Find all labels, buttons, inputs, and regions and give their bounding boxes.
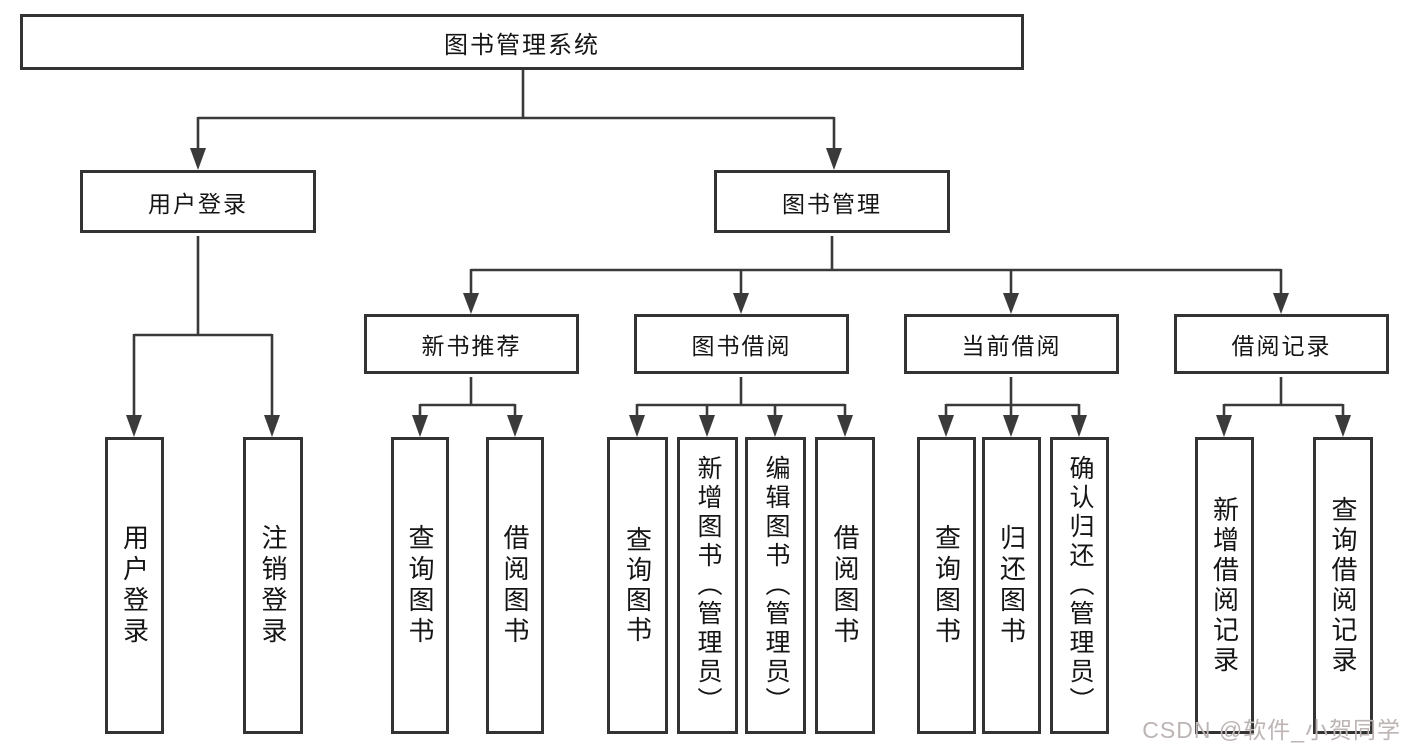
node-current-borrowing: 当前借阅 bbox=[904, 314, 1119, 374]
leaf-return-book: 归还图书 bbox=[982, 437, 1041, 734]
leaf-borrow-book-recommend: 借阅图书 bbox=[486, 437, 544, 734]
connector-newbook-children bbox=[418, 377, 517, 418]
leaf-query-book-current: 查询图书 bbox=[917, 437, 976, 734]
leaf-add-borrow-record: 新增借阅记录 bbox=[1195, 437, 1254, 734]
node-root-system: 图书管理系统 bbox=[20, 14, 1024, 70]
arrowheads-curborrow-children bbox=[938, 415, 1087, 437]
arrowheads-userlogin-children bbox=[126, 415, 280, 437]
node-book-management: 图书管理 bbox=[714, 170, 950, 233]
connector-bookborrow-children bbox=[635, 377, 847, 418]
leaf-user-login: 用户登录 bbox=[105, 437, 164, 734]
connector-userlogin-children bbox=[132, 236, 274, 416]
connector-root-to-level2 bbox=[196, 70, 836, 150]
arrowheads-recborrow-children bbox=[1216, 415, 1351, 437]
node-book-borrowing: 图书借阅 bbox=[634, 314, 849, 374]
connector-bookmgmt-to-level3 bbox=[469, 236, 1283, 294]
arrowheads-level2 bbox=[190, 148, 842, 170]
leaf-edit-book-admin: 编辑图书（管理员） bbox=[745, 437, 806, 734]
connector-curborrow-children bbox=[944, 377, 1081, 418]
watermark: CSDN @软件_小贺同学 bbox=[1142, 717, 1401, 743]
node-user-login: 用户登录 bbox=[80, 170, 316, 233]
node-borrowing-records: 借阅记录 bbox=[1174, 314, 1389, 374]
arrowheads-newbook-children bbox=[412, 415, 523, 437]
arrowheads-level3 bbox=[463, 293, 1289, 314]
leaf-query-book-borrowing: 查询图书 bbox=[607, 437, 668, 734]
node-new-book-recommend: 新书推荐 bbox=[364, 314, 579, 374]
leaf-query-borrow-record: 查询借阅记录 bbox=[1313, 437, 1373, 734]
leaf-borrow-book: 借阅图书 bbox=[815, 437, 875, 734]
connector-recborrow-children bbox=[1222, 377, 1345, 418]
leaf-logout: 注销登录 bbox=[243, 437, 303, 734]
arrowheads-bookborrow-children bbox=[629, 415, 853, 437]
leaf-confirm-return-admin: 确认归还（管理员） bbox=[1050, 437, 1109, 734]
leaf-query-book-recommend: 查询图书 bbox=[391, 437, 449, 734]
leaf-add-book-admin: 新增图书（管理员） bbox=[677, 437, 738, 734]
